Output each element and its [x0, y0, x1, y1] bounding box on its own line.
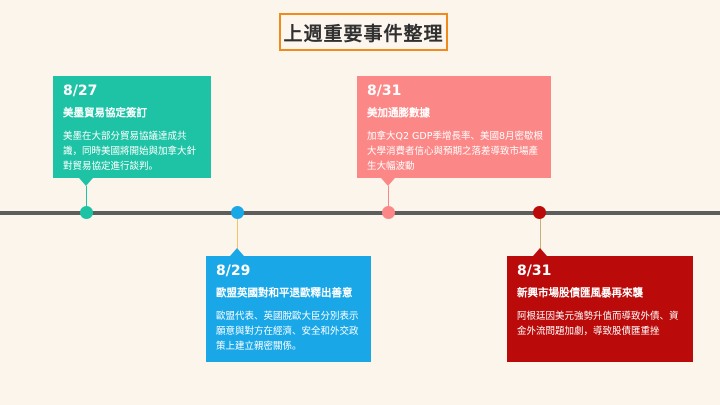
event-heading: 新興市場股債匯風暴再來襲: [517, 287, 643, 299]
card-pointer-2: [230, 248, 244, 256]
event-heading: 美加通膨數據: [367, 107, 430, 119]
event-date: 8/27: [63, 83, 98, 99]
event-body: 阿根廷因美元強勢升值而導致外債、資金外流問題加劇，導致股債匯重挫: [517, 311, 679, 337]
timeline-dot-3: [382, 206, 395, 219]
event-date: 8/29: [216, 263, 251, 279]
timeline-axis: [0, 211, 720, 215]
event-date: 8/31: [517, 263, 552, 279]
event-card-1: 8/27 美墨貿易協定簽訂 美墨在大部分貿易協議達成共識，同時美國將開始與加拿大…: [53, 76, 211, 178]
connector-3: [388, 186, 389, 208]
event-body: 加拿大Q2 GDP季增長率、美國8月密歇根大學消費者信心與預期之落差導致市場產生…: [367, 131, 543, 172]
event-card-4: 8/31 新興市場股債匯風暴再來襲 阿根廷因美元強勢升值而導致外債、資金外流問題…: [507, 256, 693, 362]
timeline-dot-4: [533, 206, 546, 219]
connector-1: [86, 186, 87, 208]
event-body: 美墨在大部分貿易協議達成共識，同時美國將開始與加拿大針對貿易協定進行談判。: [63, 131, 197, 172]
timeline-dot-1: [80, 206, 93, 219]
event-card-3: 8/31 美加通膨數據 加拿大Q2 GDP季增長率、美國8月密歇根大學消費者信心…: [357, 76, 551, 178]
event-heading: 歐盟英國對和平退歐釋出善意: [216, 287, 353, 299]
connector-4: [540, 219, 541, 249]
card-pointer-3: [381, 178, 395, 186]
event-card-2: 8/29 歐盟英國對和平退歐釋出善意 歐盟代表、英國脫歐大臣分別表示願意與對方在…: [206, 256, 371, 362]
event-date: 8/31: [367, 83, 402, 99]
card-pointer-4: [533, 248, 547, 256]
event-body: 歐盟代表、英國脫歐大臣分別表示願意與對方在經濟、安全和外交政策上建立親密關係。: [216, 311, 359, 352]
connector-2: [237, 219, 238, 249]
event-heading: 美墨貿易協定簽訂: [63, 107, 147, 119]
page-title: 上週重要事件整理: [279, 13, 448, 51]
timeline-dot-2: [231, 206, 244, 219]
card-pointer-1: [79, 178, 93, 186]
